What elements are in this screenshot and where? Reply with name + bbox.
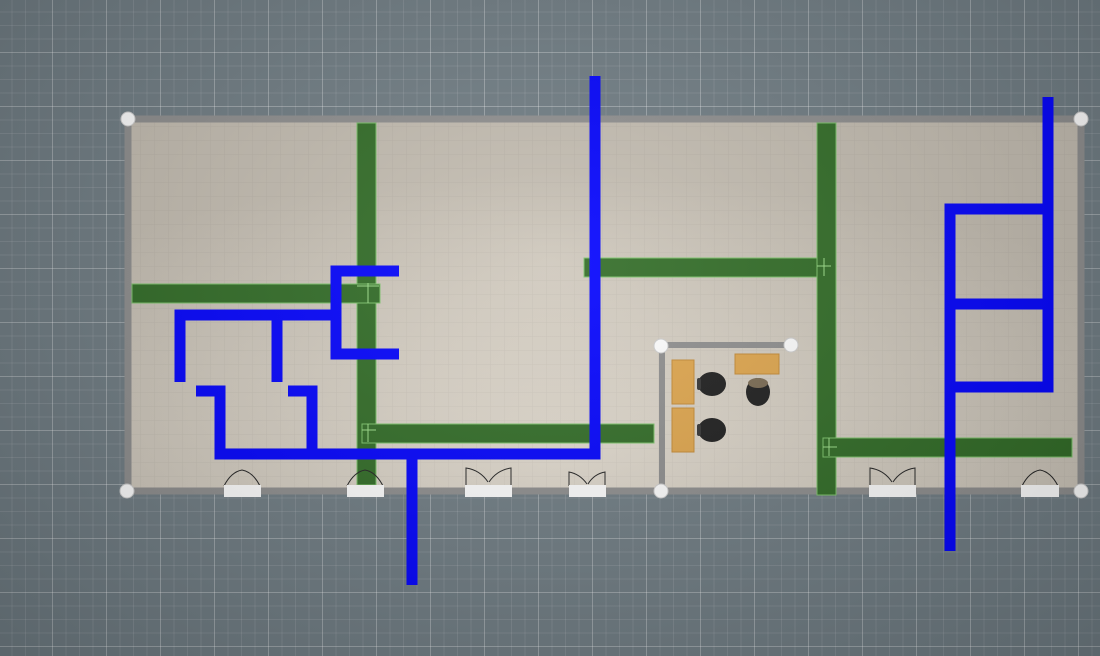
pipe-branch-bracket[interactable]	[330, 265, 399, 360]
pipe-branch-loop[interactable]	[174, 309, 336, 382]
door-5[interactable]	[869, 467, 916, 497]
handle-bottom-left[interactable]	[119, 483, 135, 499]
chair-1[interactable]	[697, 372, 726, 396]
chair-3[interactable]	[746, 378, 770, 406]
handle-office-left[interactable]	[653, 338, 669, 354]
pipe-right-vertical[interactable]	[944, 203, 1048, 551]
door-1[interactable]	[223, 469, 261, 497]
doors[interactable]	[223, 467, 1059, 497]
door-4[interactable]	[568, 471, 606, 497]
pipe-network[interactable]	[174, 76, 1054, 585]
handle-bottom-right[interactable]	[1073, 483, 1089, 499]
partition-wall-horizontal-left[interactable]	[131, 283, 381, 304]
handle-office-right[interactable]	[783, 337, 799, 353]
partition-wall-horizontal-bottom-left[interactable]	[361, 423, 655, 444]
selection-handles[interactable]	[119, 111, 1089, 499]
door-6[interactable]	[1021, 469, 1059, 497]
pipe-main-left[interactable]	[406, 76, 601, 585]
chair-2[interactable]	[697, 418, 726, 442]
handle-bottom-mid[interactable]	[653, 483, 669, 499]
handle-top-right[interactable]	[1073, 111, 1089, 127]
door-3[interactable]	[465, 467, 512, 497]
wall-junction-markers	[357, 258, 837, 456]
partition-wall-vertical-right[interactable]	[816, 122, 837, 496]
desk-1[interactable]	[671, 359, 695, 405]
door-2[interactable]	[346, 469, 384, 497]
desk-2[interactable]	[671, 407, 695, 453]
main-room[interactable]	[124, 115, 1085, 495]
partition-wall-horizontal-mid[interactable]	[583, 257, 831, 278]
pipe-branch-mid[interactable]	[288, 385, 318, 454]
office-enclosure[interactable]	[659, 342, 790, 491]
partition-walls[interactable]	[131, 122, 1073, 496]
pipe-main-right[interactable]	[950, 97, 1054, 393]
handle-top-left[interactable]	[120, 111, 136, 127]
desk-3[interactable]	[734, 353, 780, 375]
